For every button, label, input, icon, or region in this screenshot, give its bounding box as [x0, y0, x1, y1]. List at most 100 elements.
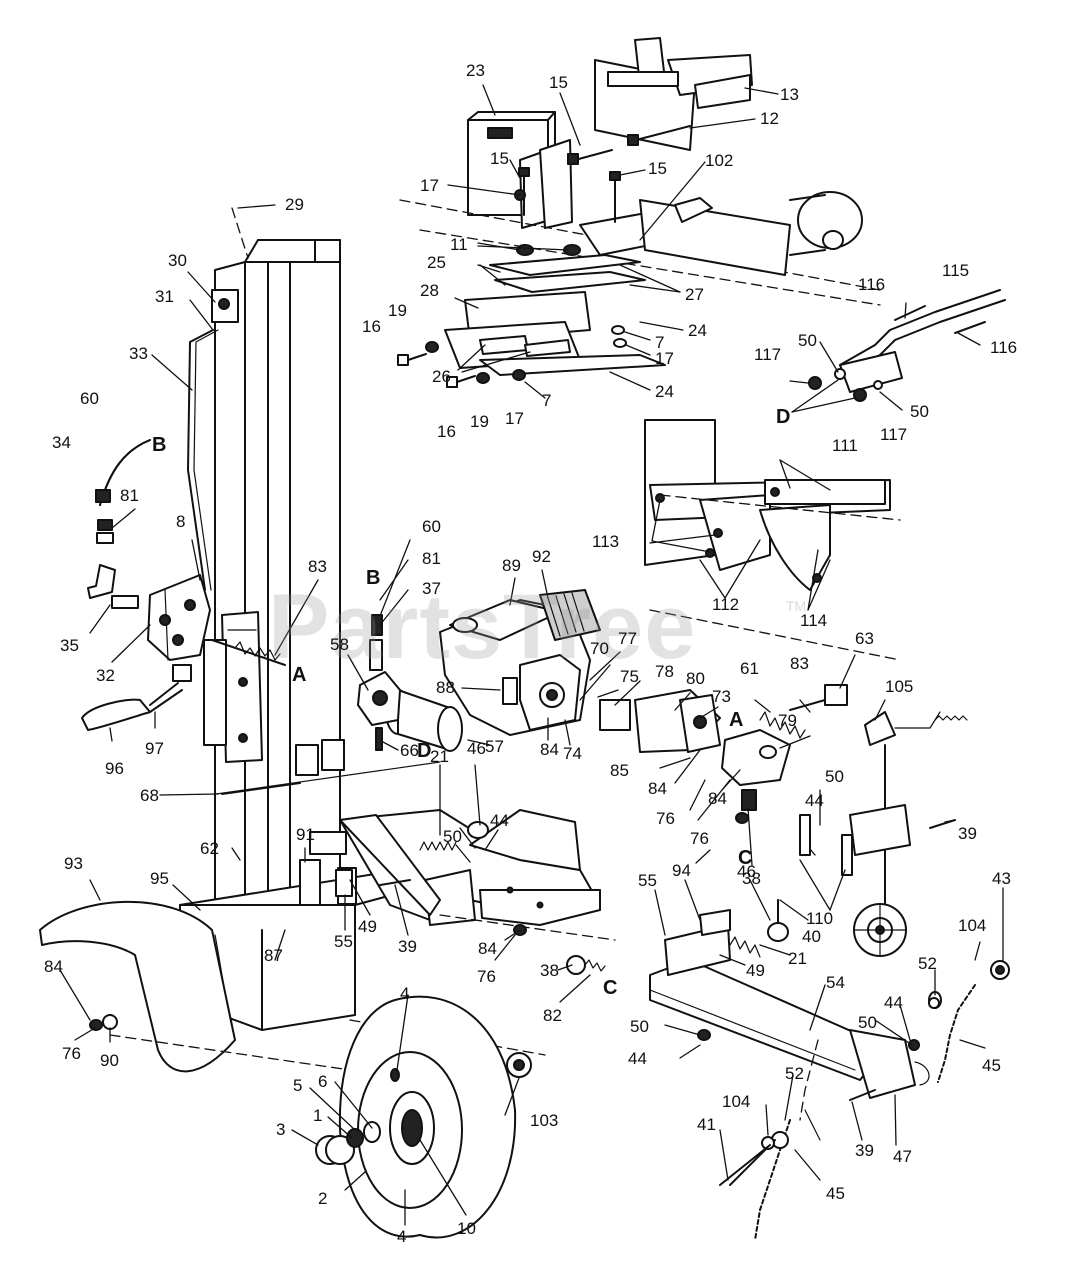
- callout-50: 50: [858, 1013, 877, 1032]
- callout-49: 49: [358, 917, 377, 936]
- callout-88: 88: [436, 678, 455, 697]
- callout-2: 2: [318, 1189, 328, 1208]
- callout-58: 58: [330, 635, 349, 654]
- callout-19: 19: [470, 412, 489, 431]
- callout-21: 21: [788, 949, 807, 968]
- callout-10: 10: [457, 1219, 476, 1238]
- hydraulic-tube: [187, 329, 214, 591]
- callout-66: 66: [400, 741, 419, 760]
- control-valve: [147, 574, 211, 682]
- tongue: [649, 959, 930, 1099]
- callout-57: 57: [485, 737, 504, 756]
- callout-41: 41: [697, 1115, 716, 1134]
- callout-91: 91: [296, 825, 315, 844]
- callout-15: 15: [648, 159, 667, 178]
- callout-110: 110: [806, 909, 834, 928]
- callout-62: 62: [200, 839, 219, 858]
- callout-73: 73: [712, 687, 731, 706]
- callout-4: 4: [397, 1227, 407, 1246]
- callout-93: 93: [64, 854, 83, 873]
- callout-114: 114: [800, 611, 828, 630]
- callout-81: 81: [120, 486, 139, 505]
- callout-1: 1: [313, 1106, 323, 1125]
- callout-85: 85: [610, 761, 629, 780]
- callout-26: 26: [432, 367, 451, 386]
- callout-45: 45: [826, 1184, 845, 1203]
- callout-52: 52: [918, 954, 937, 973]
- connector-b: B: [152, 434, 167, 456]
- callout-16: 16: [437, 422, 456, 441]
- callout-54: 54: [826, 973, 845, 992]
- connector-a: A: [292, 664, 307, 686]
- callout-70: 70: [590, 639, 609, 658]
- callout-21: 21: [430, 747, 449, 766]
- callout-17: 17: [655, 349, 674, 368]
- callout-96: 96: [105, 759, 124, 778]
- callout-31: 31: [155, 287, 174, 306]
- callout-50: 50: [630, 1017, 649, 1036]
- vertical-beam: [203, 239, 341, 916]
- callout-75: 75: [620, 667, 639, 686]
- fender: [39, 900, 236, 1073]
- callout-17: 17: [505, 409, 524, 428]
- callout-7: 7: [542, 391, 552, 410]
- callout-83: 83: [308, 557, 327, 576]
- callout-11: 11: [450, 235, 468, 254]
- callout-60: 60: [422, 517, 441, 536]
- callout-8: 8: [176, 512, 186, 531]
- callout-112: 112: [712, 595, 740, 614]
- callout-89: 89: [502, 556, 521, 575]
- callout-94: 94: [672, 861, 691, 880]
- callout-92: 92: [532, 547, 551, 566]
- connector-c: C: [738, 847, 753, 869]
- callout-81: 81: [422, 549, 441, 568]
- callout-84: 84: [478, 939, 497, 958]
- callout-27: 27: [685, 285, 704, 304]
- callout-39: 39: [398, 937, 417, 956]
- callout-104: 104: [722, 1092, 751, 1111]
- callout-90: 90: [100, 1051, 119, 1070]
- callout-95: 95: [150, 869, 169, 888]
- callout-23: 23: [466, 61, 485, 80]
- callout-55: 55: [334, 932, 353, 951]
- callout-15: 15: [490, 149, 509, 168]
- callout-116: 116: [858, 275, 886, 294]
- connector-c: C: [603, 977, 618, 999]
- jack-stand: [849, 711, 968, 957]
- callout-80: 80: [686, 669, 705, 688]
- callout-117: 117: [880, 425, 908, 444]
- callout-46: 46: [737, 862, 756, 881]
- callout-105: 105: [885, 677, 914, 696]
- callout-55: 55: [638, 871, 657, 890]
- wheel: [338, 995, 517, 1239]
- callout-113: 113: [592, 532, 620, 551]
- callout-29: 29: [285, 195, 304, 214]
- callout-68: 68: [140, 786, 159, 805]
- callout-13: 13: [780, 85, 799, 104]
- callout-25: 25: [427, 253, 446, 272]
- callout-84: 84: [648, 779, 667, 798]
- channel: [639, 199, 791, 276]
- callout-84: 84: [708, 789, 727, 808]
- callout-111: 111: [832, 436, 858, 455]
- callout-87: 87: [264, 946, 283, 965]
- callout-83: 83: [790, 654, 809, 673]
- callout-37: 37: [422, 579, 441, 598]
- tow-frame: [339, 809, 601, 926]
- engine: [439, 589, 601, 736]
- callout-60: 60: [80, 389, 99, 408]
- callout-74: 74: [563, 744, 582, 763]
- callout-49: 49: [746, 961, 765, 980]
- connector-b: B: [366, 567, 381, 589]
- callout-50: 50: [443, 827, 462, 846]
- callout-115: 115: [942, 261, 970, 280]
- callout-28: 28: [420, 281, 439, 300]
- connector-a: A: [729, 709, 744, 731]
- callout-44: 44: [805, 791, 824, 810]
- callout-44: 44: [628, 1049, 647, 1068]
- callout-15: 15: [549, 73, 568, 92]
- callout-116: 116: [990, 338, 1018, 357]
- callout-38: 38: [540, 961, 559, 980]
- callout-44: 44: [490, 811, 509, 830]
